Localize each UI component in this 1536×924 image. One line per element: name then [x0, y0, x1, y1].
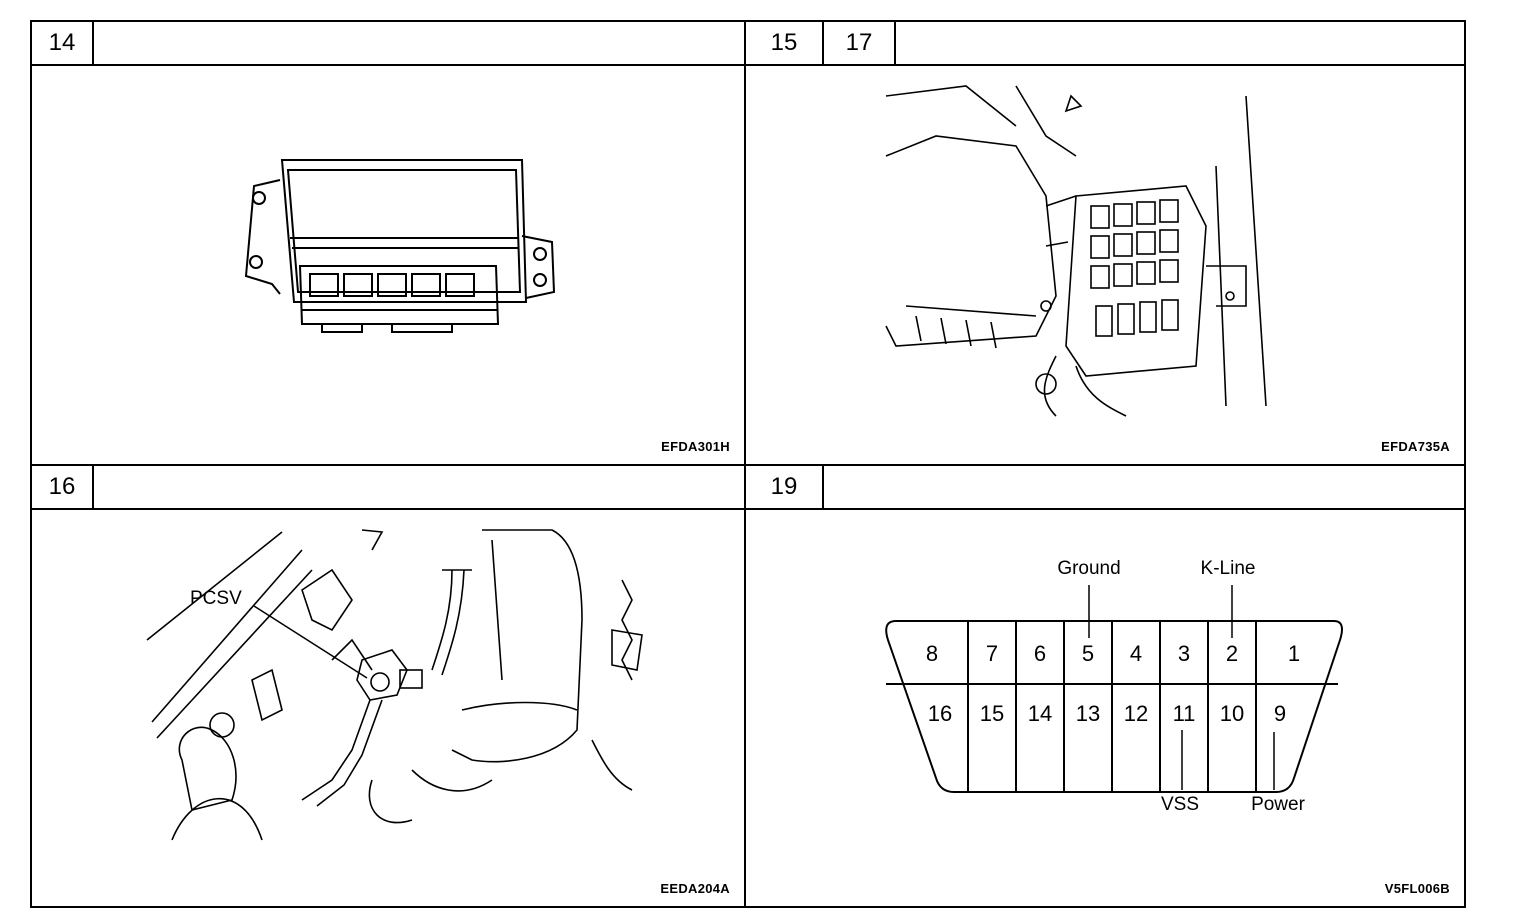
- pin-12: 12: [1124, 701, 1148, 726]
- panel-14: 14: [30, 20, 746, 466]
- pin-4: 4: [1130, 641, 1142, 666]
- pin-7: 7: [986, 641, 998, 666]
- kline-label: K-Line: [1201, 558, 1256, 579]
- ecm-module-illustration: [244, 159, 556, 333]
- pcsv-leader-line: [253, 605, 368, 679]
- diagram-sheet: 14: [30, 20, 1466, 908]
- pin-5: 5: [1082, 641, 1094, 666]
- dlc-connector-diagram: 8 7 6 5 4 3 2 1 16 15 14 13 12 11 10 9: [885, 558, 1343, 815]
- image-code: EFDA735A: [1381, 439, 1450, 454]
- pin-9: 9: [1274, 701, 1286, 726]
- image-code: V5FL006B: [1384, 881, 1450, 896]
- pin-10: 10: [1220, 701, 1244, 726]
- panel-header: 19: [746, 466, 1464, 510]
- pcsv-location-illustration: PCSV: [146, 529, 643, 841]
- pin-1: 1: [1288, 641, 1300, 666]
- power-label: Power: [1251, 794, 1306, 815]
- panel-number: 17: [824, 22, 896, 64]
- panel-19: 19 8 7 6 5 4 3 2 1: [744, 464, 1466, 908]
- panel-number: 14: [32, 22, 94, 64]
- panel-15-17: 15 17: [744, 20, 1466, 466]
- pin-3: 3: [1178, 641, 1190, 666]
- pin-2: 2: [1226, 641, 1238, 666]
- pin-8: 8: [926, 641, 938, 666]
- pin-16: 16: [928, 701, 952, 726]
- pin-15: 15: [980, 701, 1004, 726]
- connector-outline: [885, 620, 1343, 793]
- vss-label: VSS: [1161, 794, 1199, 815]
- panel-header: 16: [32, 466, 744, 510]
- panel-header: 15 17: [746, 22, 1464, 66]
- pin-6: 6: [1034, 641, 1046, 666]
- panel-number: 19: [746, 466, 824, 508]
- image-code: EEDA204A: [660, 881, 730, 896]
- panel-header: 14: [32, 22, 744, 66]
- fuse-relay-box-illustration: [885, 85, 1267, 417]
- ground-label: Ground: [1057, 558, 1120, 579]
- pin-14: 14: [1028, 701, 1052, 726]
- panel-16: 16: [30, 464, 746, 908]
- pin-13: 13: [1076, 701, 1100, 726]
- pin-11: 11: [1173, 701, 1196, 726]
- panel-number: 16: [32, 466, 94, 508]
- panel-number: 15: [746, 22, 824, 64]
- pcsv-label: PCSV: [190, 588, 242, 609]
- image-code: EFDA301H: [661, 439, 730, 454]
